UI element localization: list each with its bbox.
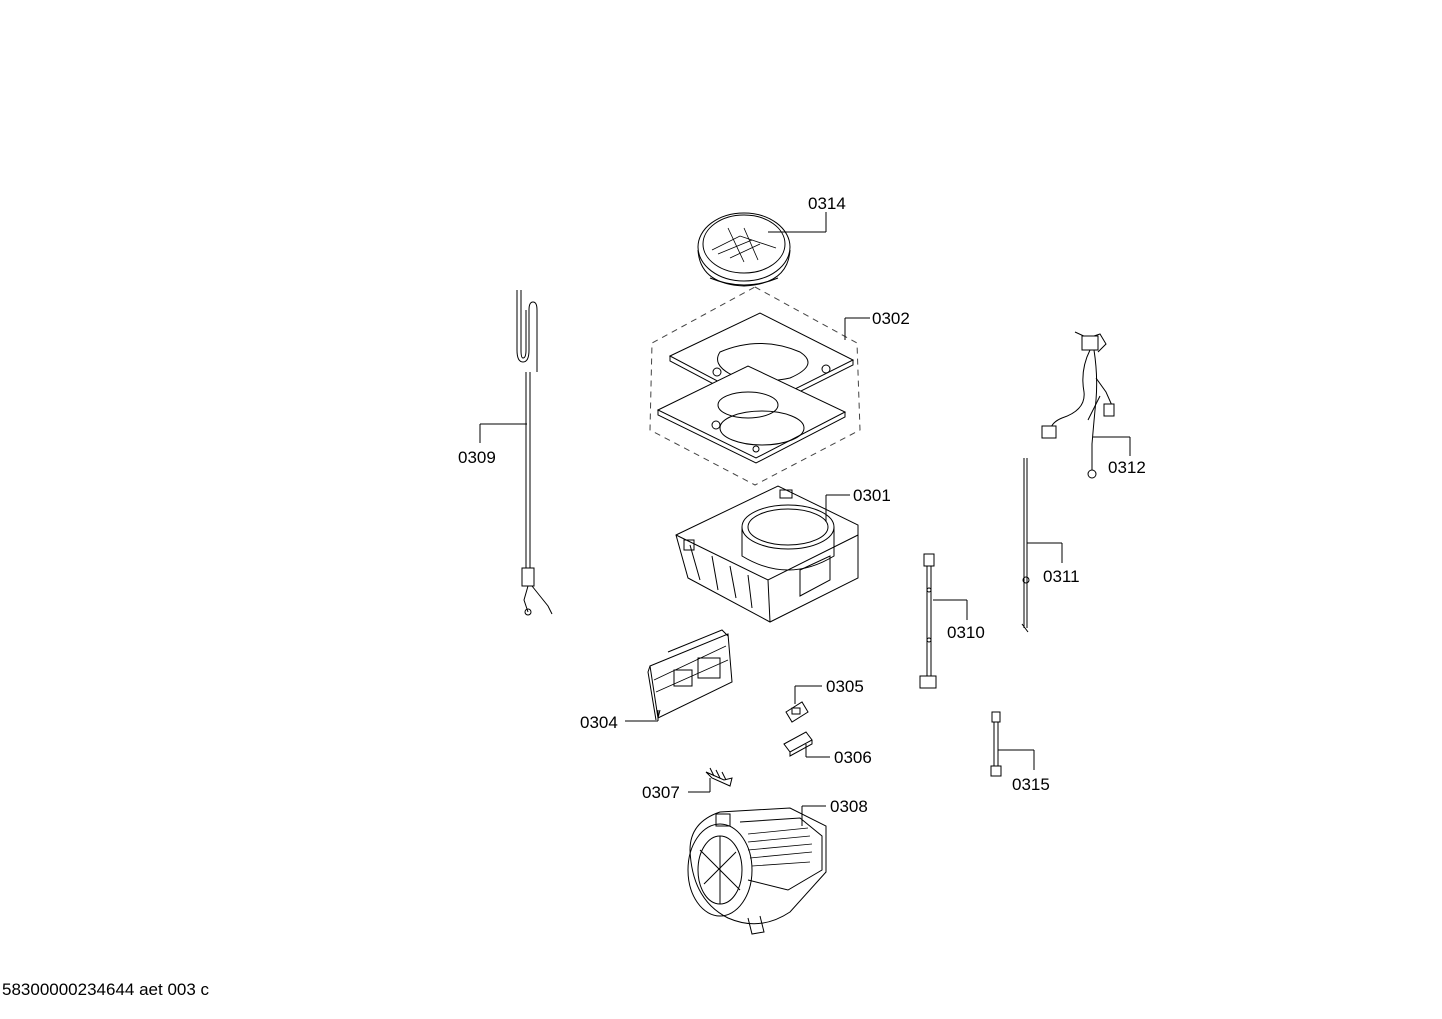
label-0301: 0301	[853, 486, 891, 505]
part-0312-wiring-harness	[1041, 331, 1115, 479]
label-0305: 0305	[826, 677, 864, 696]
part-0306-cover-plate	[783, 731, 813, 757]
part-0311-rod	[1021, 458, 1030, 633]
label-0304: 0304	[580, 713, 618, 732]
label-0302: 0302	[872, 309, 910, 328]
label-0310: 0310	[947, 623, 985, 642]
part-0315-sensor	[990, 711, 1002, 777]
label-0306: 0306	[834, 748, 872, 767]
label-0307: 0307	[642, 783, 680, 802]
part-0301-housing	[675, 485, 859, 623]
part-0304-control-board	[647, 629, 733, 721]
label-0315: 0315	[1012, 775, 1050, 794]
part-0307-clip	[705, 767, 733, 787]
label-0311: 0311	[1043, 567, 1080, 586]
part-0314-filter-tray	[697, 212, 791, 287]
part-0309-cable	[516, 290, 553, 616]
label-0309: 0309	[458, 448, 496, 467]
part-0310-sensor-rod	[919, 553, 937, 689]
label-0308: 0308	[830, 797, 868, 816]
label-0314: 0314	[808, 194, 846, 213]
drawing-code: 58300000234644 aet 003 c	[2, 980, 210, 999]
part-0308-blower	[687, 807, 827, 935]
label-0312: 0312	[1108, 458, 1146, 477]
part-0305-small-plate	[785, 701, 809, 723]
part-0302-filter-plates	[649, 286, 861, 486]
